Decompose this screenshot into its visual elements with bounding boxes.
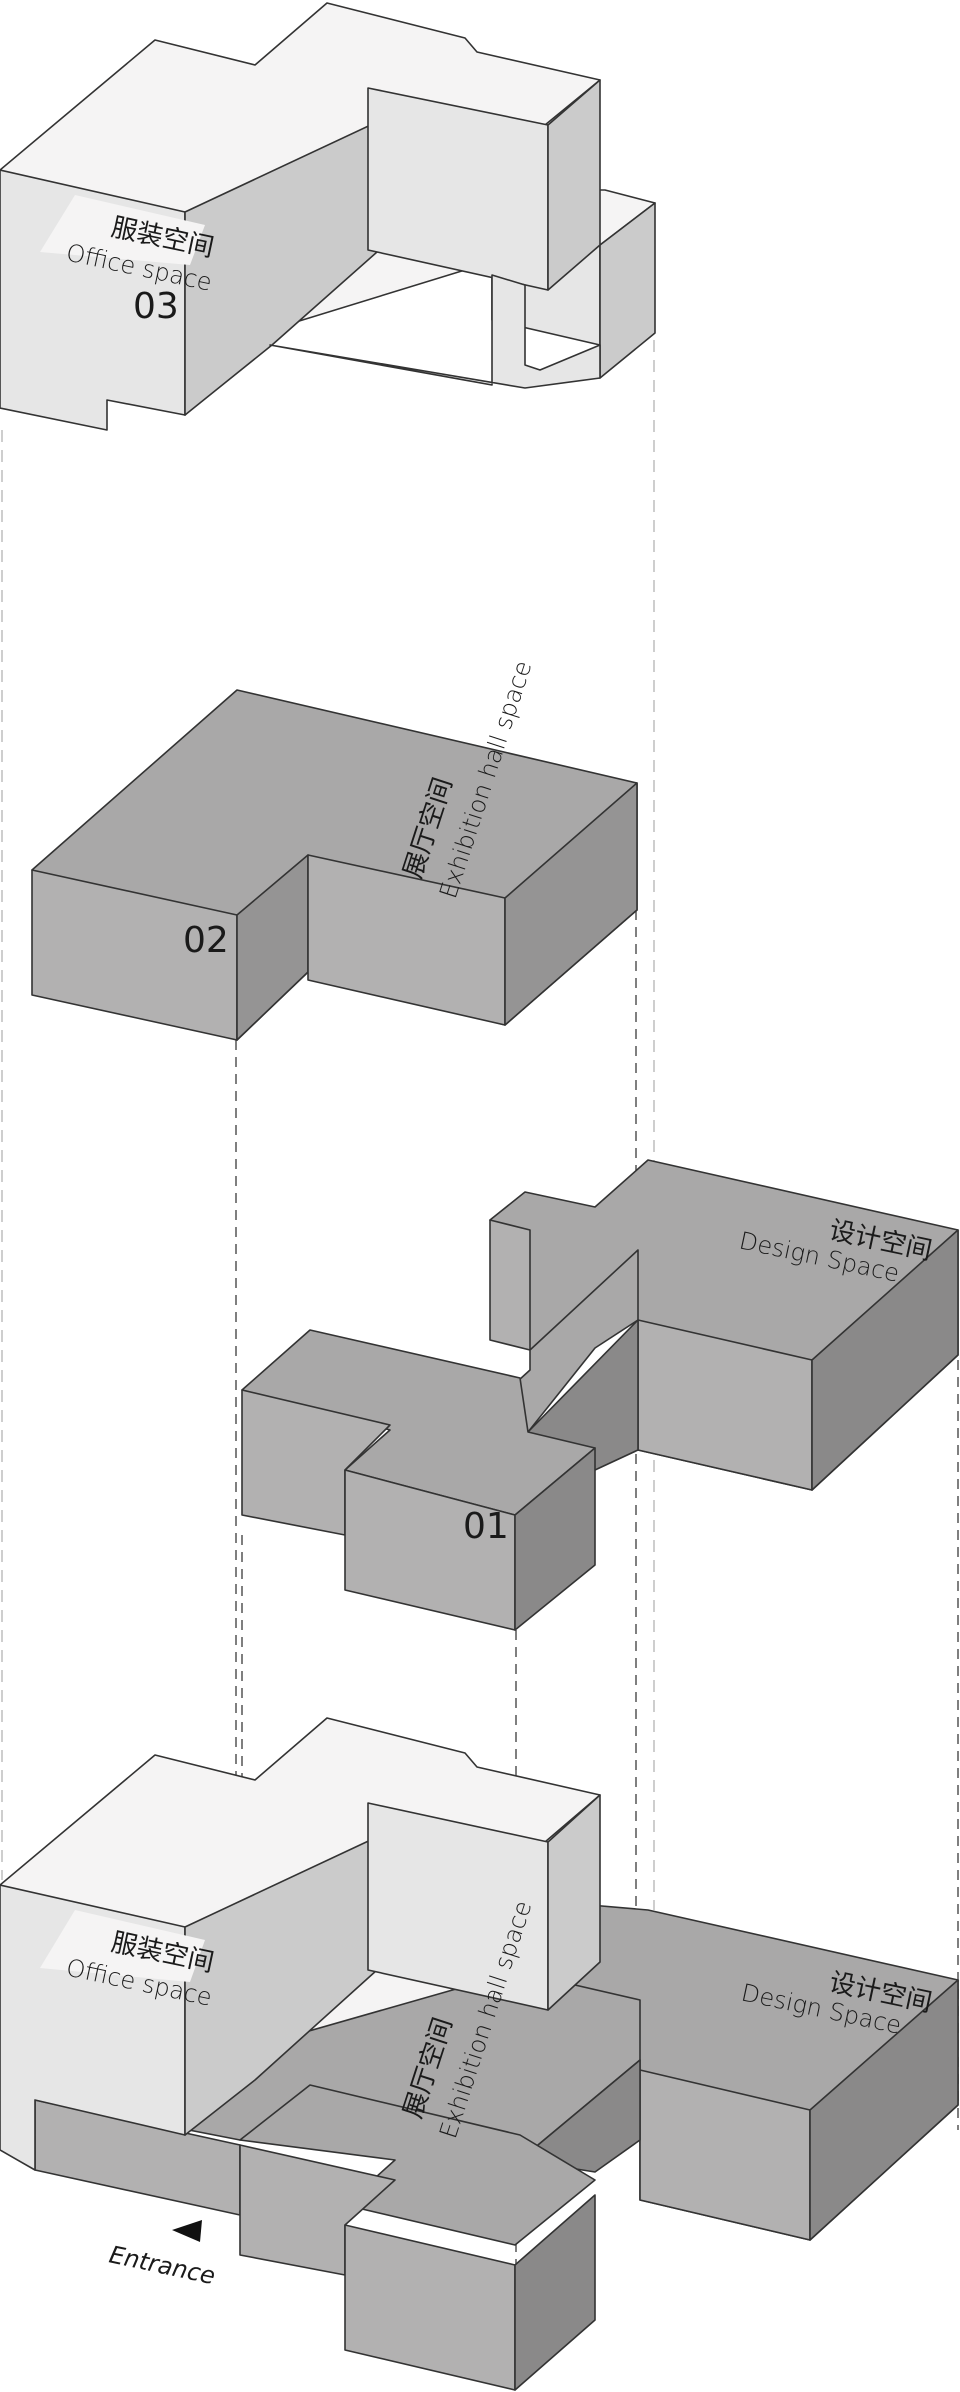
assembly-front-right	[514, 2194, 596, 2391]
assembly-front-low	[344, 2224, 516, 2391]
assembly-design-right	[809, 1979, 959, 2241]
assembly-office-label-patch	[40, 1910, 205, 1982]
level-03-annex-right	[599, 202, 656, 379]
assembly-office-right	[184, 1836, 378, 2136]
level-02-number: 02	[183, 920, 229, 961]
level-01-design-right	[811, 1229, 959, 1491]
level-02-right-face	[504, 782, 638, 1026]
level-02-block: 展厅空间 Exhibition hall space 02	[31, 657, 638, 1041]
level-03-middle-face	[269, 274, 601, 389]
assembled-model: 服装空间 Office space 展厅空间 Exhibition hall s…	[0, 1717, 959, 2391]
assembly-front-top	[239, 2084, 596, 2246]
level-01-design-back-left	[489, 1219, 531, 1351]
level-03-label-patch	[40, 195, 205, 265]
level-03-right-face	[184, 121, 378, 416]
triangle-arrow-icon	[172, 2220, 202, 2242]
entrance-label: Entrance	[107, 2240, 218, 2290]
assembly-office-tower-side	[547, 1794, 601, 2011]
level-03-tower-side	[547, 79, 601, 291]
level-03-block: 服装空间 Office space 03	[0, 2, 656, 431]
level-01-front-right	[514, 1447, 596, 1631]
level-03-number: 03	[133, 286, 179, 327]
level-01-number: 01	[463, 1506, 509, 1547]
level-01-block: 设计空间 Design Space 01	[241, 1159, 959, 1631]
